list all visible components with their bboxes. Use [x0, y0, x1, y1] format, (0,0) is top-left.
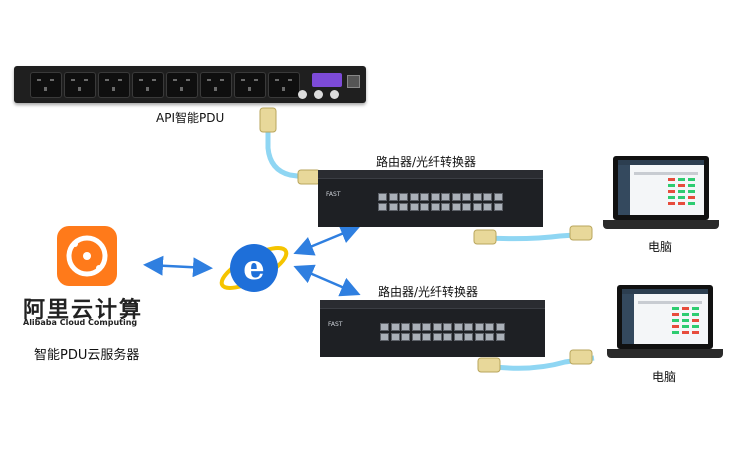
switch-brand: FAST [326, 191, 341, 198]
outlet-icon [64, 72, 96, 98]
outlet-icon [200, 72, 232, 98]
pdu-label: API智能PDU [156, 111, 225, 125]
outlet-icon [166, 72, 198, 98]
ethernet-cable-icon [259, 107, 277, 133]
outlet-icon [132, 72, 164, 98]
pc-label-bottom: 电脑 [652, 370, 677, 384]
outlet-icon [98, 72, 130, 98]
bidirectional-arrow-icon [293, 264, 361, 297]
switch-ports [380, 323, 506, 341]
cloud-name-en: Alibaba Cloud Computing [23, 318, 138, 327]
ethernet-cable-icon [569, 225, 593, 241]
outlet-icon [268, 72, 300, 98]
pdu-button [314, 90, 323, 99]
pdu-button [330, 90, 339, 99]
ethernet-cable-icon [473, 229, 497, 245]
router-label-bottom: 路由器/光纤转换器 [378, 285, 479, 299]
outlet-icon [234, 72, 266, 98]
alibaba-cloud-logo [57, 226, 117, 286]
bidirectional-arrow-icon [143, 255, 213, 278]
internet-explorer-icon: e [214, 232, 294, 302]
pdu-display [312, 73, 342, 87]
pdu-device [14, 66, 366, 103]
ethernet-cable-icon [569, 349, 593, 365]
ethernet-cable-icon [297, 169, 321, 185]
bidirectional-arrow-icon [293, 224, 361, 256]
svg-text:e: e [243, 248, 265, 288]
ethernet-cable [265, 112, 313, 181]
pc-label-top: 电脑 [648, 240, 673, 254]
ethernet-cable-icon [477, 357, 501, 373]
outlet-icon [30, 72, 62, 98]
switch-icon: FAST [318, 170, 543, 227]
switch-icon: FAST [320, 300, 545, 357]
laptop-icon [607, 285, 723, 361]
cloud-server-label: 智能PDU云服务器 [34, 348, 140, 363]
pdu-button [298, 90, 307, 99]
switch-ports [378, 193, 504, 211]
switch-brand: FAST [328, 321, 343, 328]
cloud-name-cn: 阿里云计算 [23, 298, 144, 323]
laptop-icon [603, 156, 719, 232]
rj45-port-icon [347, 75, 360, 88]
router-label-top: 路由器/光纤转换器 [376, 155, 477, 169]
